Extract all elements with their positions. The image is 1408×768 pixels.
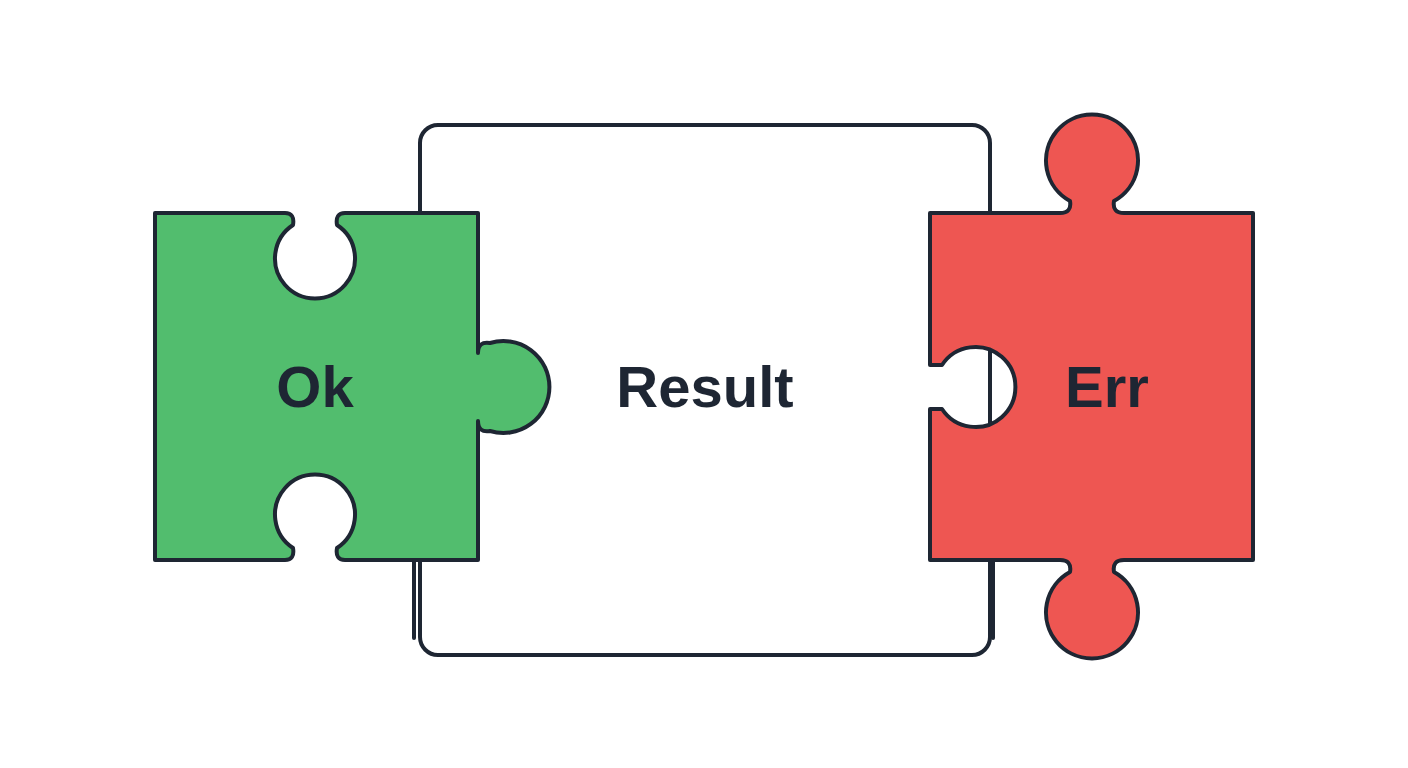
node-label: Result [616, 358, 793, 416]
node-label: Ok [276, 358, 353, 416]
ok-puzzle-piece-outline [155, 213, 565, 560]
node-label: Err [1065, 358, 1149, 416]
err-puzzle-piece: Err [930, 105, 1255, 675]
ok-puzzle-piece: Ok [155, 213, 565, 560]
